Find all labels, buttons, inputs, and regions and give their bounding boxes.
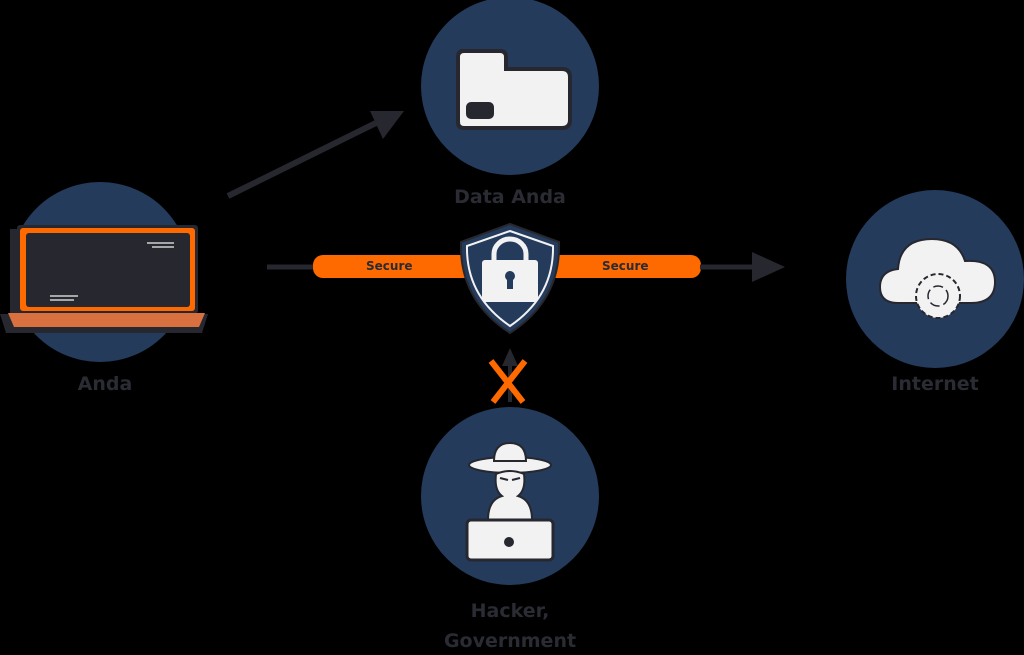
secure-label-right: Secure (602, 259, 649, 273)
label-data: Data Anda (454, 186, 566, 208)
label-attacker-line2: Government (443, 630, 577, 652)
node-attacker (421, 407, 599, 585)
shield-lock-icon (459, 222, 561, 335)
arrow-to-data (226, 111, 404, 199)
cloud-gear-icon (878, 237, 997, 304)
hacker-icon (486, 470, 534, 521)
label-attacker-line1: Hacker, (470, 600, 550, 622)
label-you: Anda (77, 373, 133, 395)
secure-label-left: Secure (366, 259, 413, 273)
node-data (421, 0, 599, 175)
arrow-head-icon (752, 252, 785, 282)
label-internet: Internet (891, 373, 979, 395)
laptop-icon (8, 313, 205, 327)
node-you (0, 182, 208, 362)
blocked-arrow (488, 348, 528, 404)
node-internet (846, 190, 1024, 368)
